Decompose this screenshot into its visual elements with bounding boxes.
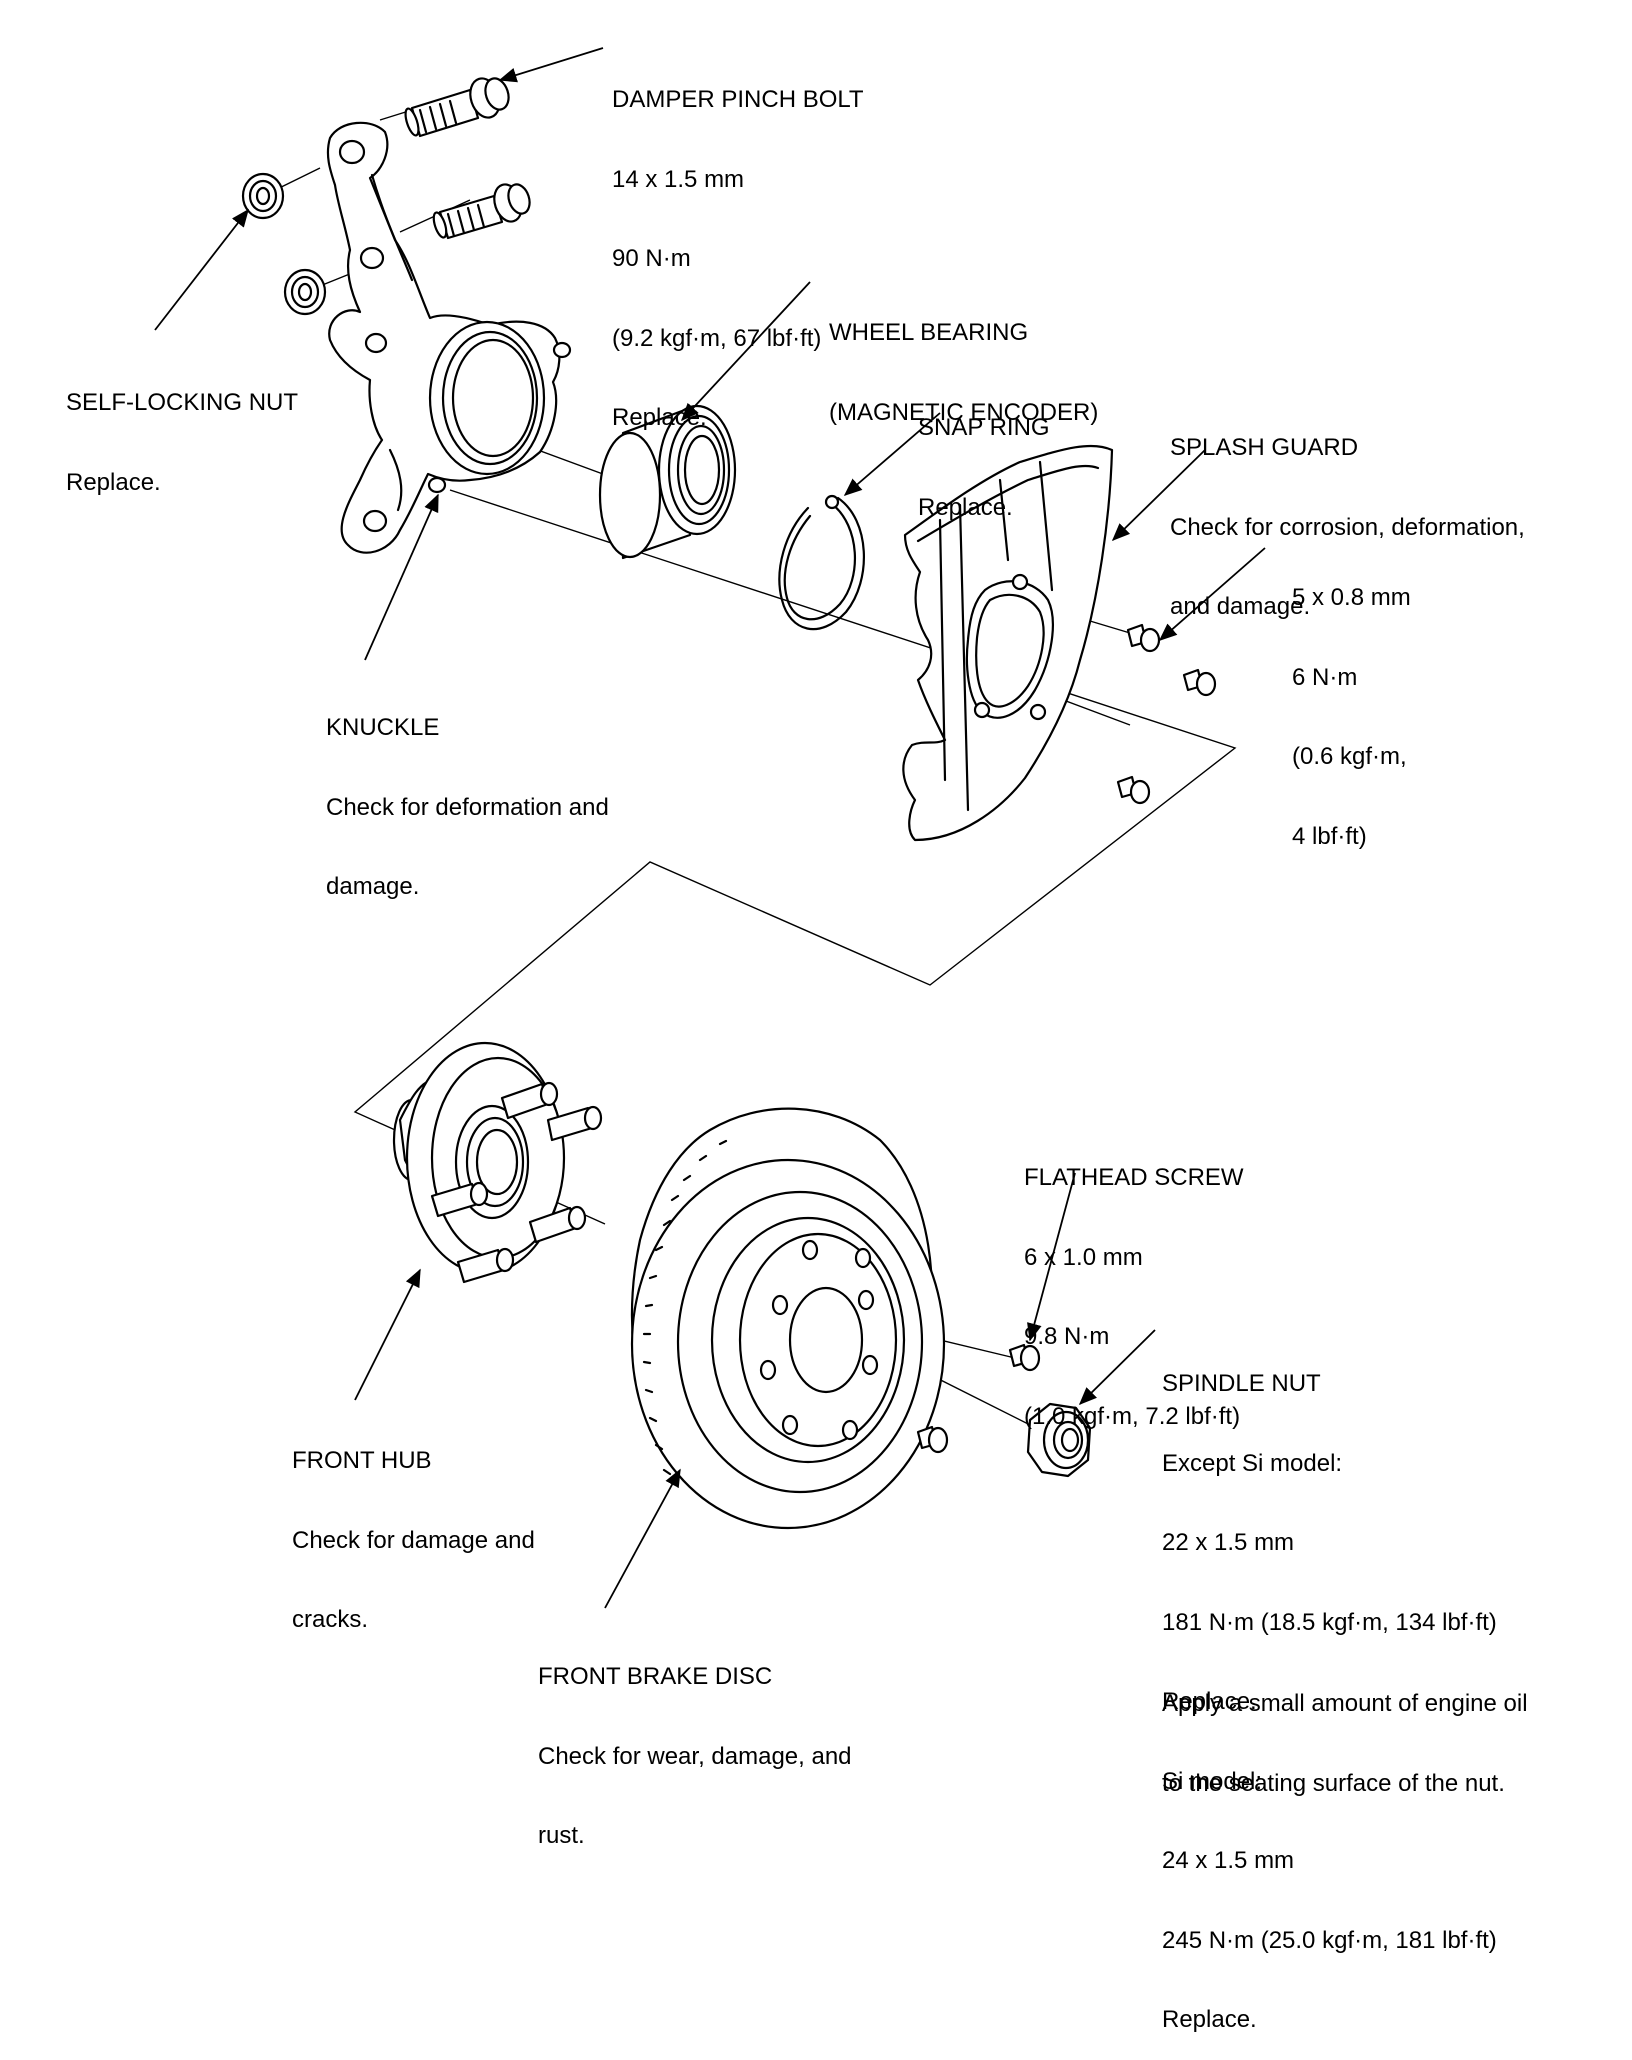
label-line: 24 x 1.5 mm — [1162, 1847, 1295, 1874]
leader-lines — [154, 47, 1266, 1609]
callout-flathead-screw: FLATHEAD SCREW 6 x 1.0 mm 9.8 N·m (1.0 k… — [1024, 1112, 1244, 1457]
callout-front-brake-disc: FRONT BRAKE DISC Check for wear, damage,… — [538, 1611, 852, 1876]
label-title: SPLASH GUARD — [1170, 434, 1359, 461]
label-title: FRONT HUB — [292, 1447, 432, 1474]
label-line: Replace. — [66, 468, 161, 496]
label-line: (0.6 kgf·m, — [1292, 743, 1407, 770]
label-title: DAMPER PINCH BOLT — [612, 86, 864, 113]
label-line: (1.0 kgf·m, 7.2 lbf·ft) — [1024, 1402, 1241, 1430]
note-engine-oil: Apply a small amount of engine oil to th… — [1162, 1638, 1528, 1824]
wheel-bearing-part — [598, 404, 737, 560]
knuckle-bolt-part — [432, 183, 531, 240]
label-line: Except Si model: — [1162, 1449, 1343, 1477]
label-line: Check for damage and — [292, 1526, 535, 1554]
label-title: SNAP RING — [918, 414, 1050, 441]
callout-splash-guard-screw: 5 x 0.8 mm 6 N·m (0.6 kgf·m, 4 lbf·ft) — [1292, 532, 1411, 877]
flathead-screw-part — [916, 1343, 1041, 1454]
damper-pinch-bolt-part — [404, 77, 510, 138]
label-title: SELF-LOCKING NUT — [66, 389, 299, 416]
label-line: 4 lbf·ft) — [1292, 822, 1367, 850]
callout-damper-pinch-bolt: DAMPER PINCH BOLT 14 x 1.5 mm 90 N·m (9.… — [612, 34, 864, 458]
callout-front-hub: FRONT HUB Check for damage and cracks. — [292, 1395, 535, 1660]
label-title: FLATHEAD SCREW — [1024, 1164, 1244, 1191]
splash-guard-part — [902, 444, 1114, 842]
label-line: Check for wear, damage, and — [538, 1742, 852, 1770]
label-line: 22 x 1.5 mm — [1162, 1529, 1295, 1556]
label-title: WHEEL BEARING — [829, 319, 1029, 346]
label-line: Check for corrosion, deformation, — [1170, 513, 1525, 541]
callout-knuckle: KNUCKLE Check for deformation and damage… — [326, 662, 609, 927]
label-title: FRONT BRAKE DISC — [538, 1663, 773, 1690]
label-line: 245 N·m (25.0 kgf·m, 181 lbf·ft) — [1162, 1926, 1497, 1954]
callout-self-locking-nut: SELF-LOCKING NUT Replace. — [66, 337, 298, 523]
label-line: Replace. — [612, 404, 707, 431]
label-line: Check for deformation and — [326, 793, 609, 821]
wheel-stud-part — [430, 1081, 603, 1284]
label-line: (9.2 kgf·m, 67 lbf·ft) — [612, 324, 822, 352]
callout-splash-guard: SPLASH GUARD Check for corrosion, deform… — [1170, 382, 1525, 647]
label-line: (MAGNETIC ENCODER) — [829, 398, 1099, 426]
knuckle-part — [326, 121, 572, 554]
label-line: Apply a small amount of engine oil — [1162, 1690, 1528, 1717]
front-brake-disc-part — [630, 1107, 946, 1530]
spindle-nut-part — [1026, 1402, 1092, 1478]
self-locking-nut-part — [241, 172, 327, 316]
callout-snap-ring: SNAP RING Replace. — [918, 362, 1050, 548]
label-title: KNUCKLE — [326, 714, 440, 741]
label-line: 181 N·m (18.5 kgf·m, 134 lbf·ft) — [1162, 1608, 1497, 1636]
label-line: Replace. — [1162, 2006, 1257, 2033]
exploded-view-drawing — [154, 47, 1266, 1609]
label-line: damage. — [326, 873, 420, 900]
label-line: 14 x 1.5 mm — [612, 165, 745, 193]
label-line: and damage. — [1170, 593, 1311, 620]
label-line: 9.8 N·m — [1024, 1323, 1110, 1350]
callout-wheel-bearing: WHEEL BEARING (MAGNETIC ENCODER) — [829, 267, 1098, 453]
label-line: to the seating surface of the nut. — [1162, 1769, 1505, 1797]
label-line: 5 x 0.8 mm — [1292, 584, 1411, 611]
label-line: rust. — [538, 1822, 585, 1849]
label-line: 90 N·m — [612, 245, 691, 272]
label-title: SPINDLE NUT — [1162, 1370, 1321, 1397]
front-hub-part — [392, 1041, 603, 1284]
splash-guard-screw-part — [1116, 623, 1217, 805]
label-line: cracks. — [292, 1606, 369, 1633]
label-line: 6 N·m — [1292, 663, 1358, 691]
disc-bolt-holes — [759, 1239, 879, 1441]
snap-ring-part — [778, 494, 865, 631]
label-line: Replace. — [918, 493, 1013, 521]
label-line: 6 x 1.0 mm — [1024, 1243, 1143, 1271]
